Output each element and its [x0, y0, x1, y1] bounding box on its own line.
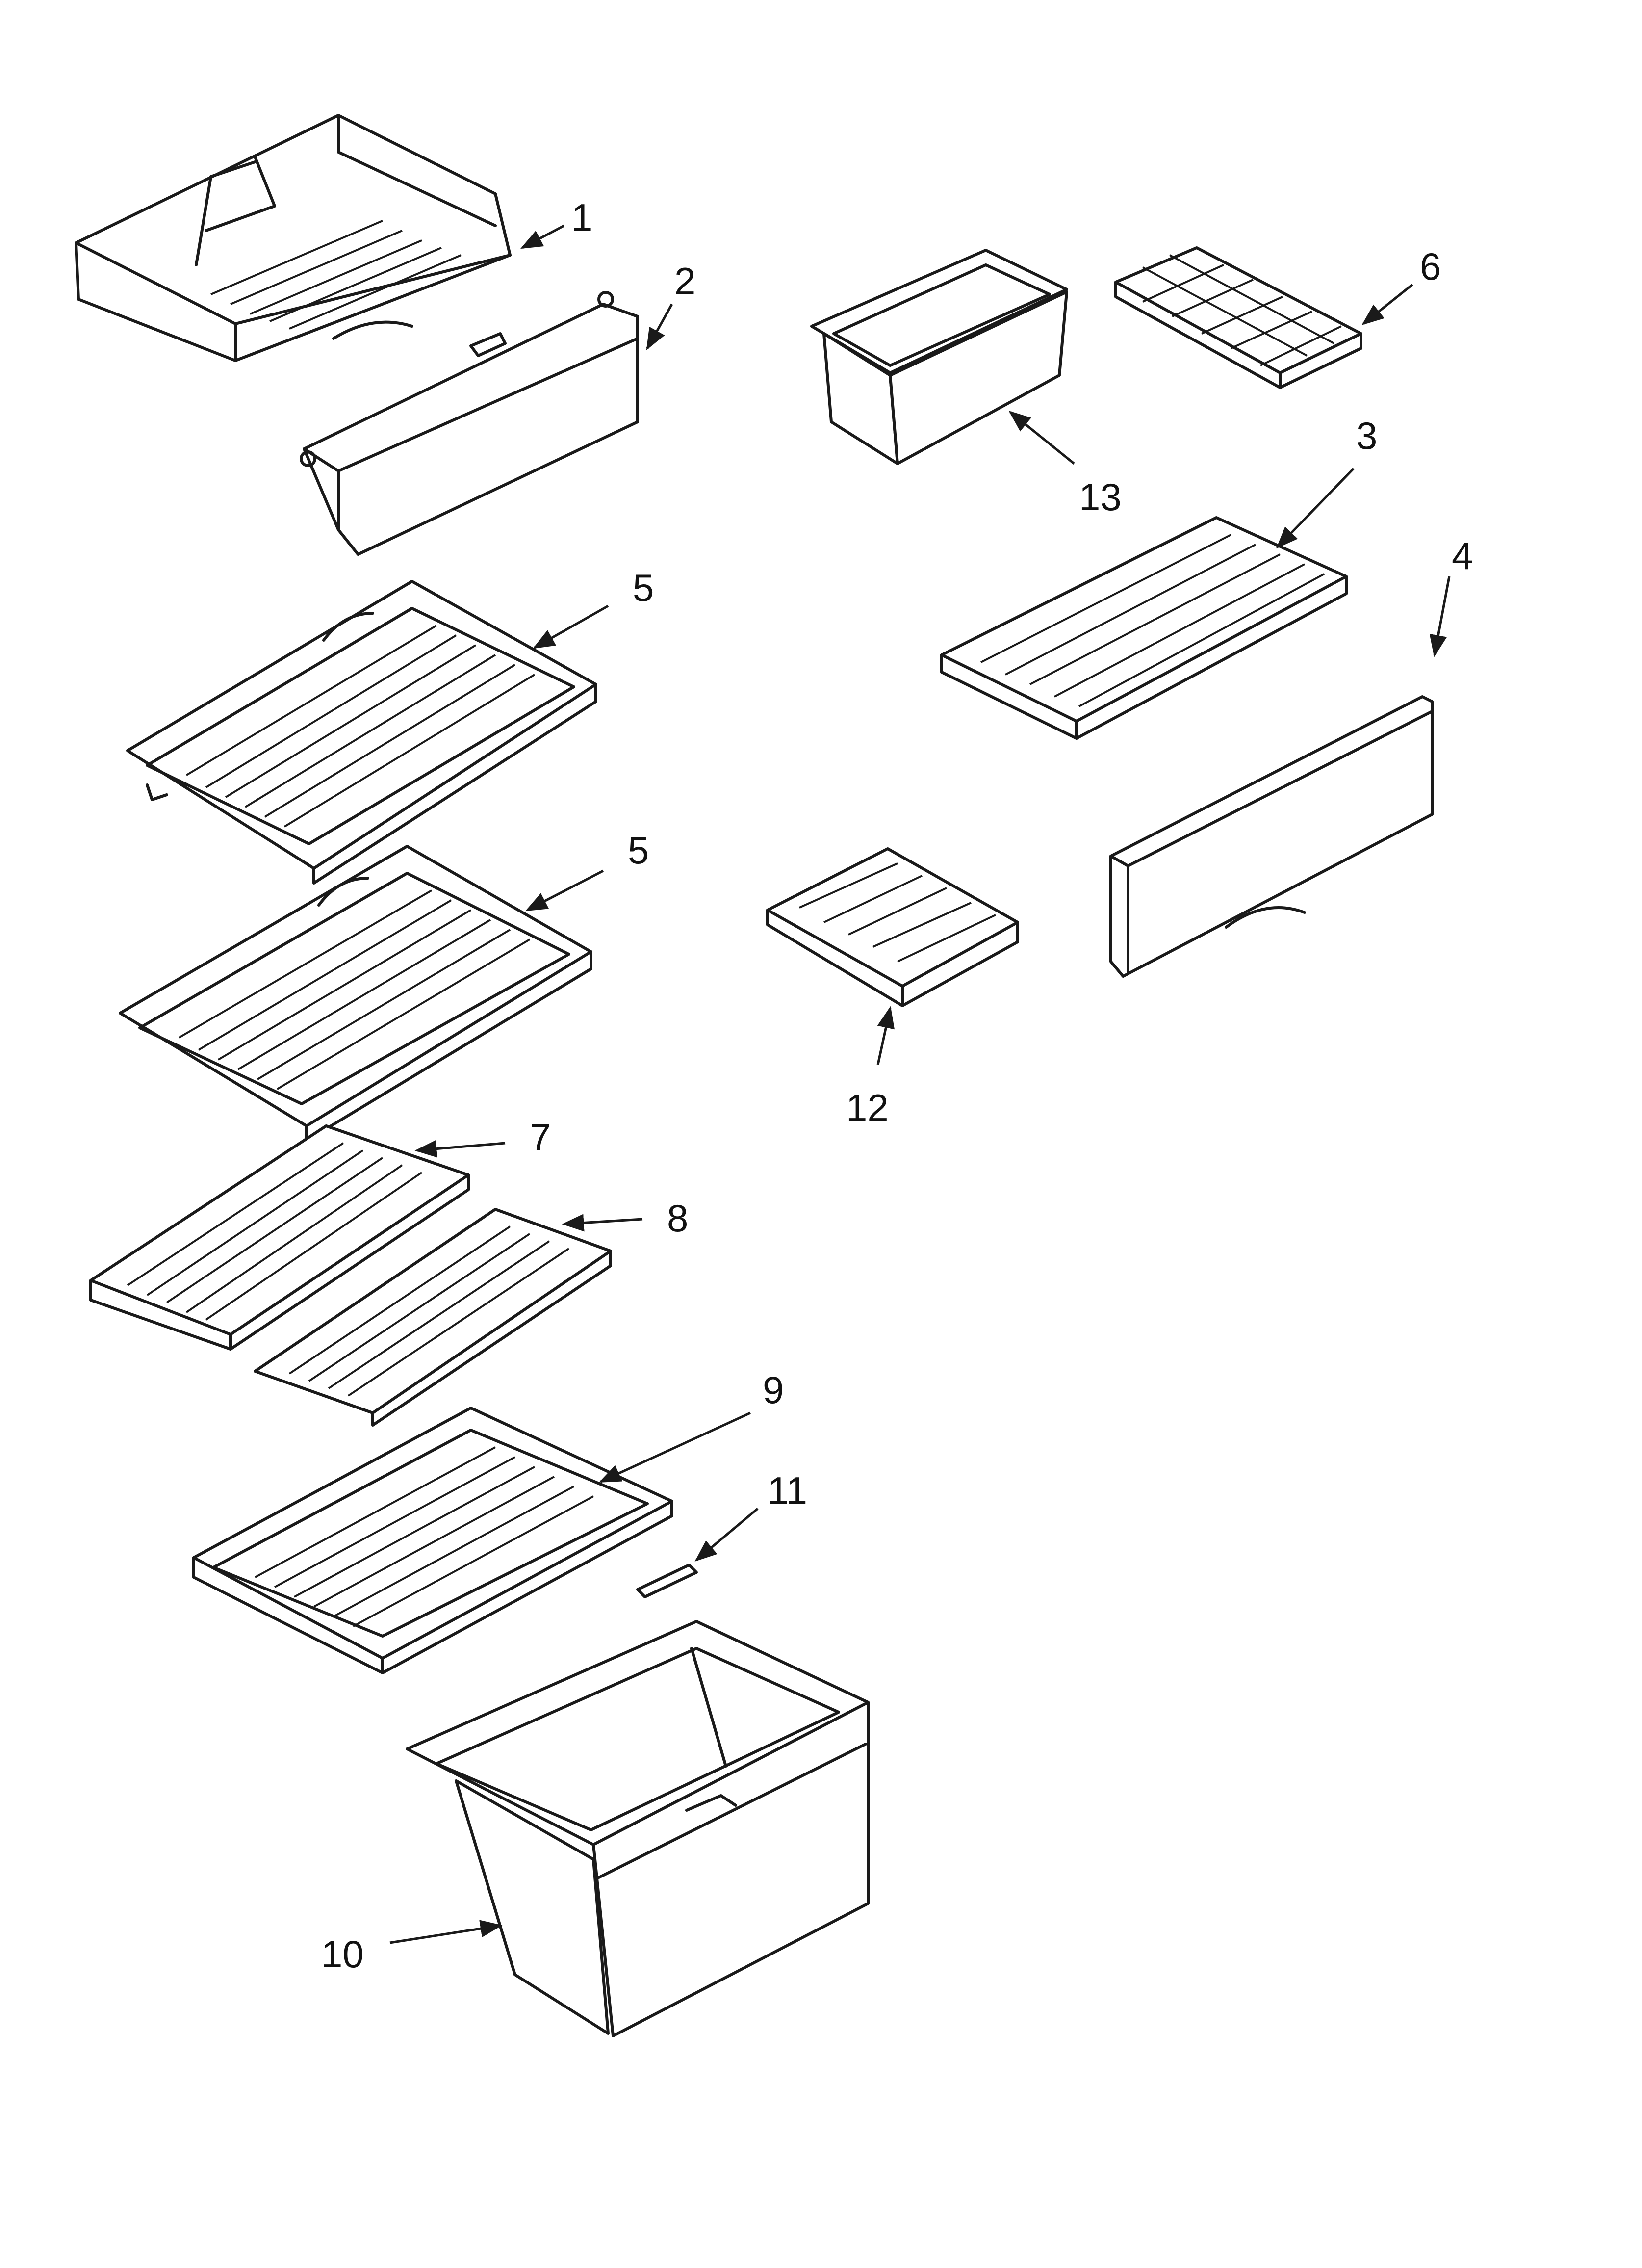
callout-3: 3 — [1356, 414, 1377, 457]
callout-labels: 1 2 3 4 5 5 6 7 8 9 10 11 12 13 — [321, 196, 1473, 1976]
shelf-grid-lines — [127, 1142, 423, 1321]
part-5-shelf-upper — [126, 580, 597, 885]
tray-ribs — [799, 862, 996, 963]
part-11-small-insert — [636, 1564, 698, 1598]
part-9-crisper-cover — [192, 1407, 673, 1674]
callout-8: 8 — [667, 1197, 688, 1240]
callout-10: 10 — [321, 1932, 364, 1976]
shelf-grid-lines — [288, 1225, 570, 1397]
callout-7: 7 — [530, 1116, 551, 1159]
callout-5-upper: 5 — [633, 566, 654, 609]
arrow-leader-icon — [598, 1411, 751, 1483]
part-7-half-shelf — [89, 1124, 470, 1351]
shelf-grid-lines — [255, 1446, 594, 1627]
rack-rails — [980, 534, 1325, 707]
callout-13: 13 — [1079, 475, 1122, 519]
callout-9: 9 — [763, 1368, 784, 1411]
arrow-leader-icon — [1361, 284, 1413, 325]
arrow-leader-icon — [646, 303, 673, 350]
part-2-basket-front — [300, 291, 639, 556]
leader-arrows — [389, 224, 1451, 1944]
part-3-freezer-rack — [940, 516, 1348, 740]
part-8-half-shelf — [254, 1208, 612, 1427]
part-12-tray — [766, 847, 1019, 1007]
arrow-leader-icon — [525, 869, 604, 912]
callout-4: 4 — [1452, 534, 1473, 577]
part-6-ice-tray — [1114, 246, 1362, 389]
arrow-leader-icon — [1429, 576, 1451, 657]
callout-11: 11 — [768, 1469, 807, 1512]
part-13-bin — [810, 249, 1068, 465]
callout-2: 2 — [674, 260, 695, 303]
arrow-leader-icon — [414, 1140, 506, 1158]
callout-6: 6 — [1420, 245, 1441, 288]
callout-1: 1 — [571, 196, 592, 239]
ice-tray-cells — [1142, 254, 1342, 366]
part-5-shelf-lower — [119, 845, 592, 1142]
shelf-grid-lines — [178, 889, 531, 1090]
arrow-leader-icon — [520, 224, 565, 249]
arrow-leader-icon — [533, 604, 609, 649]
part-4-drawer-front — [1109, 695, 1434, 978]
arrow-leader-icon — [389, 1920, 503, 1944]
arrow-leader-icon — [1008, 411, 1075, 465]
arrow-leader-icon — [562, 1214, 643, 1232]
part-1-freezer-basket — [75, 114, 512, 362]
arrow-leader-icon — [876, 1006, 895, 1065]
part-10-crisper-drawer — [406, 1620, 870, 2037]
callout-12: 12 — [846, 1086, 889, 1129]
callout-5-lower: 5 — [628, 829, 649, 872]
arrow-leader-icon — [694, 1508, 759, 1562]
shelf-grid-lines — [185, 625, 536, 828]
arrow-leader-icon — [1276, 468, 1355, 549]
